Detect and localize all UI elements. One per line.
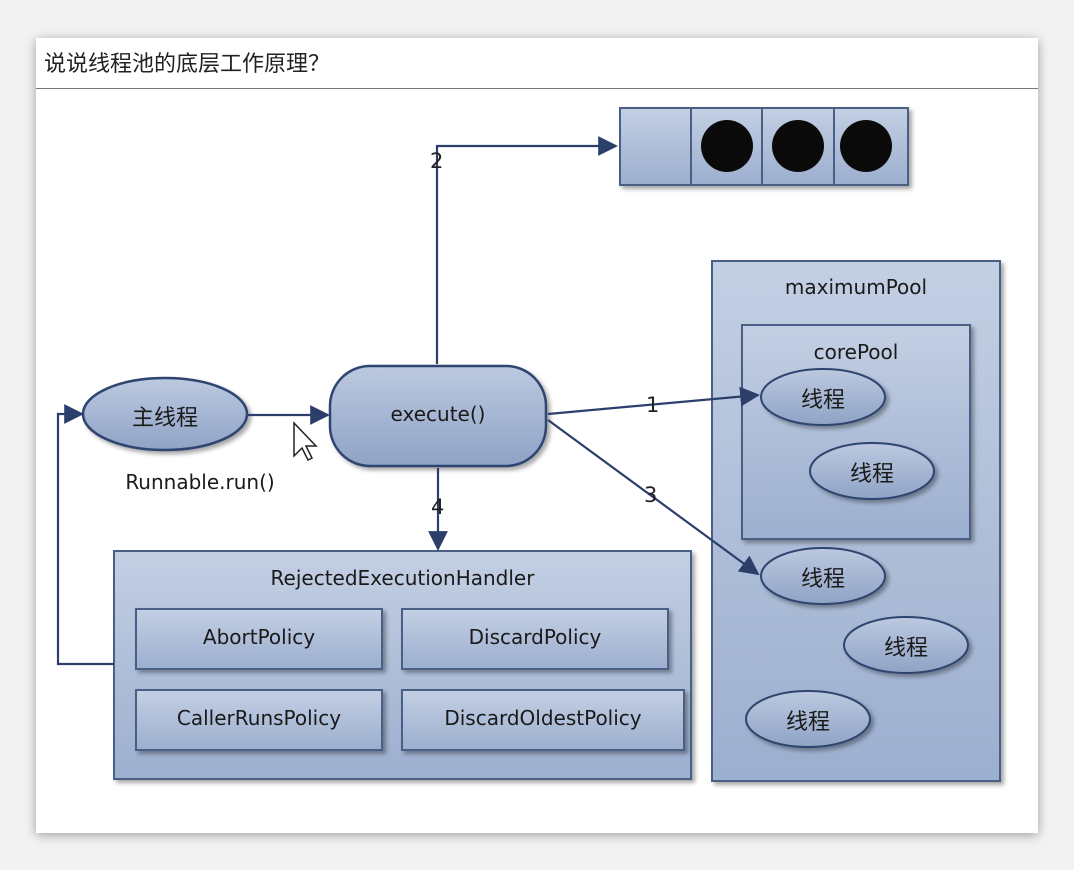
- thread-ellipse: [760, 547, 886, 605]
- arrow-step-3: [547, 419, 760, 576]
- maximum-pool-label: maximumPool: [784, 275, 928, 299]
- policy-label-caller-runs: CallerRunsPolicy: [176, 706, 342, 730]
- policy-box: [135, 608, 383, 670]
- runnable-run-label: Runnable.run(): [125, 470, 275, 494]
- thread-label: 线程: [785, 710, 830, 735]
- core-pool-label: corePool: [813, 340, 899, 364]
- step-number-3: 3: [644, 483, 658, 507]
- thread-ellipse: [760, 368, 886, 426]
- policy-box: [135, 689, 383, 751]
- step-number-1: 1: [646, 393, 660, 417]
- policy-box: [401, 608, 669, 670]
- policy-label-abort: AbortPolicy: [202, 625, 316, 649]
- arrow-step-2: [435, 136, 618, 364]
- title-divider: [36, 88, 1038, 89]
- thread-ellipse: [843, 616, 969, 674]
- execute-box: [328, 364, 548, 468]
- arrow-step-1: [547, 386, 760, 416]
- execute-label: execute(): [390, 402, 486, 426]
- thread-ellipse: [745, 690, 871, 748]
- thread-pool-diagram: [56, 107, 1001, 782]
- arrow-callback-to-main: [56, 404, 114, 666]
- policy-box: [401, 689, 685, 751]
- thread-label: 线程: [849, 462, 894, 487]
- slide-title: 说说线程池的底层工作原理？: [44, 52, 331, 77]
- thread-label: 线程: [800, 567, 845, 592]
- mouse-cursor-icon: [293, 421, 318, 462]
- main-thread-label: 主线程: [131, 406, 198, 431]
- queue-slot-filled: [701, 120, 753, 172]
- policy-label-discard: DiscardPolicy: [468, 625, 602, 649]
- step-number-2: 2: [430, 149, 444, 173]
- rejected-handler-label: RejectedExecutionHandler: [270, 566, 535, 590]
- core-pool-box: [741, 324, 971, 540]
- policy-label-discard-oldest: DiscardOldestPolicy: [444, 706, 642, 730]
- queue-slot-filled: [840, 120, 892, 172]
- slide-card: 说说线程池的底层工作原理？: [36, 38, 1038, 833]
- queue-slot-filled: [772, 120, 824, 172]
- thread-label: 线程: [800, 388, 845, 413]
- thread-label: 线程: [883, 636, 928, 661]
- thread-ellipse: [809, 442, 935, 500]
- step-number-4: 4: [431, 495, 445, 519]
